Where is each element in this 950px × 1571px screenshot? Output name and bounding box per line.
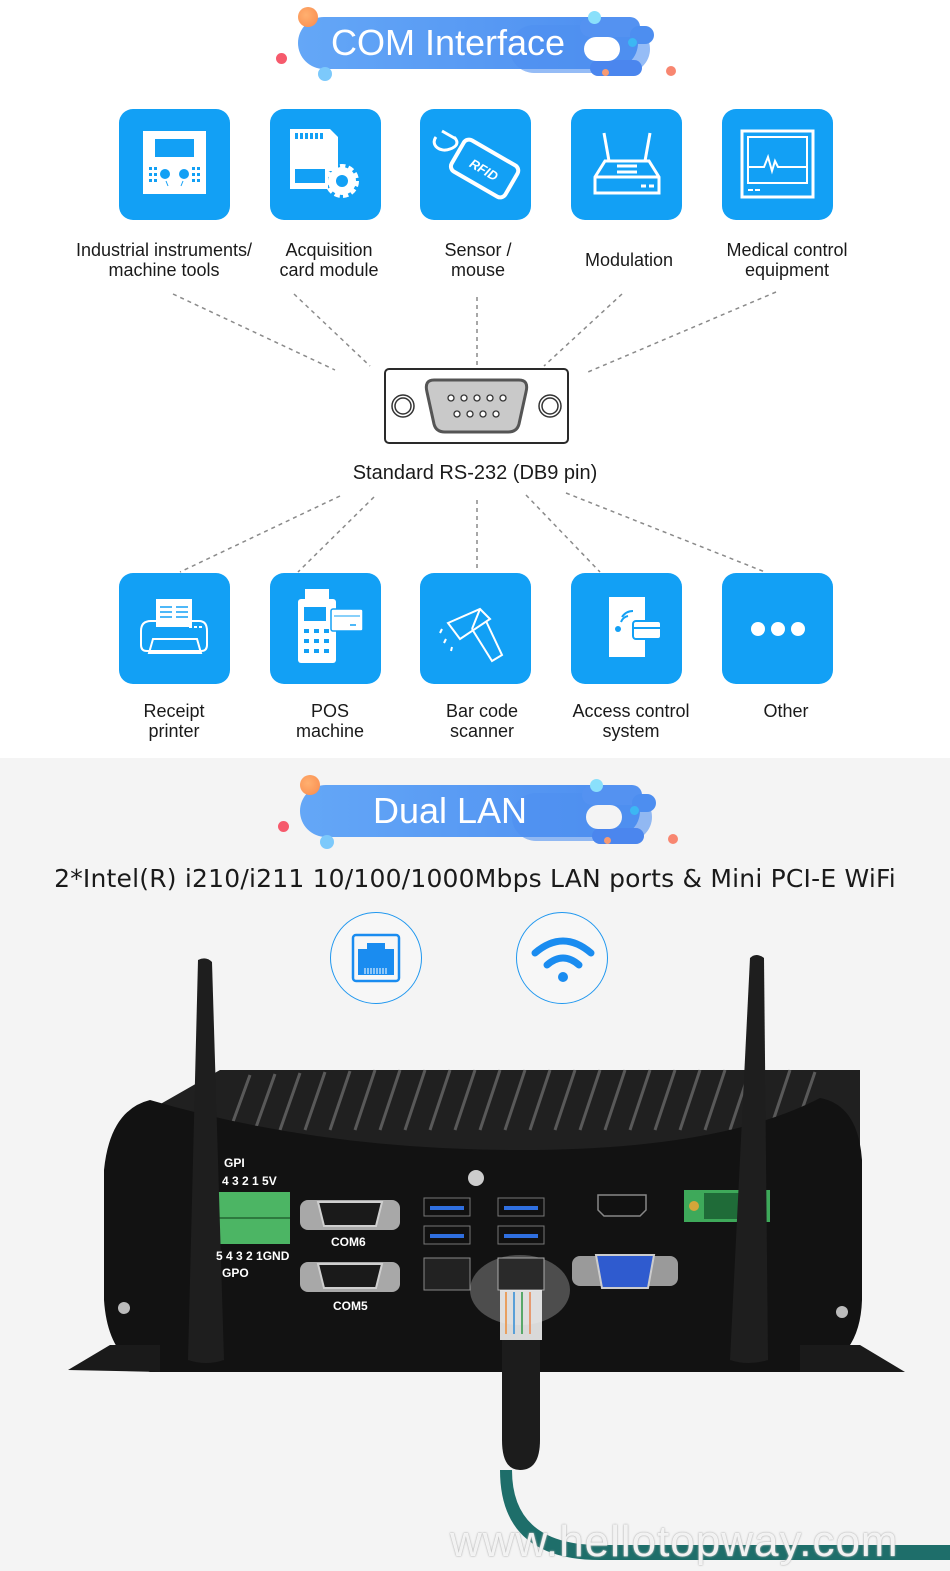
watermark: www.hellotopway.com (450, 1517, 899, 1566)
access-card-door-icon (609, 597, 662, 657)
sensor-mouse-tile: RFID (420, 109, 531, 220)
medical-equipment-tile (722, 109, 833, 220)
db9-caption: Standard RS-232 (DB9 pin) (352, 462, 598, 484)
acquisition-card-tile (270, 109, 381, 220)
pos-machine-tile (270, 573, 381, 684)
printer-icon (140, 599, 208, 654)
com-interface-section: COM Interface (0, 0, 950, 758)
db9-connector (384, 368, 569, 444)
wifi-icon (531, 937, 595, 982)
label-industrial-instruments: Industrial instruments/machine tools (75, 240, 253, 280)
access-control-tile (571, 573, 682, 684)
heart-monitor-icon (740, 129, 815, 199)
label-sensor-mouse: Sensor /mouse (444, 240, 512, 280)
db9-connector-icon (391, 378, 562, 434)
section-title-com: COM Interface (330, 22, 566, 63)
more-dots-icon (751, 622, 805, 636)
section-title-lan: Dual LAN (372, 790, 528, 831)
gpi-pins-label: 4 3 2 1 5V (222, 1174, 277, 1188)
industrial-instruments-tile (119, 109, 230, 220)
wifi-feature-circle (516, 912, 608, 1004)
barcode-scanner-icon (439, 607, 504, 663)
bar-code-scanner-tile (420, 573, 531, 684)
lan-subtitle: 2*Intel(R) i210/i211 10/100/1000Mbps LAN… (54, 864, 896, 893)
gpo-label: GPO (222, 1266, 249, 1280)
gpo-pins-label: 5 4 3 2 1GND (216, 1249, 290, 1263)
modulation-tile (571, 109, 682, 220)
gpi-label: GPI (224, 1156, 245, 1170)
sd-card-gear-icon (290, 129, 359, 198)
label-modulation: Modulation (584, 250, 674, 270)
pos-terminal-icon (298, 589, 364, 663)
rfid-tag-icon: RFID (432, 129, 521, 200)
com5-label: COM5 (333, 1299, 368, 1313)
ethernet-feature-circle (330, 912, 422, 1004)
instrument-panel-icon (143, 131, 206, 194)
connector-lines (172, 291, 777, 573)
receipt-printer-tile (119, 573, 230, 684)
ethernet-port-icon (351, 933, 401, 983)
label-other: Other (763, 701, 809, 721)
router-icon (593, 132, 661, 195)
other-tile (722, 573, 833, 684)
com6-label: COM6 (331, 1235, 366, 1249)
dual-lan-banner: Dual LAN (262, 768, 702, 858)
com-interface-banner: COM Interface (260, 0, 700, 90)
